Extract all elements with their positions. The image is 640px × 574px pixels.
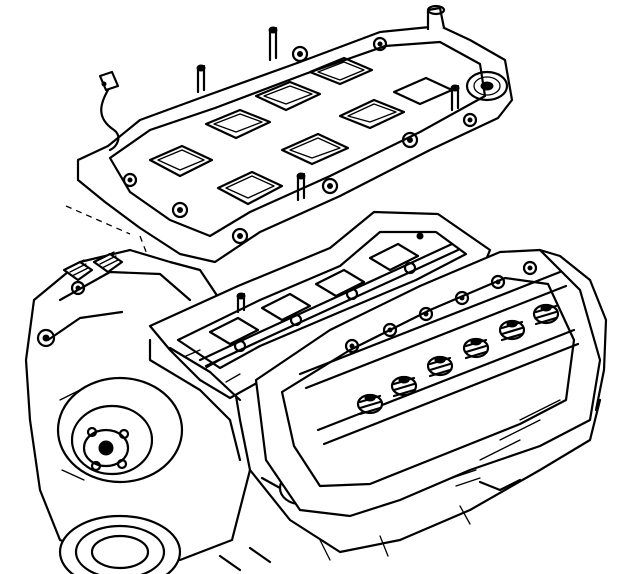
- crankshaft-pulley: [58, 514, 182, 574]
- water-pump: [56, 376, 184, 484]
- intake-bolts: [122, 36, 478, 245]
- ignition-coils: [62, 251, 124, 282]
- valve-springs: [356, 303, 560, 416]
- lower-intake-manifold: [148, 210, 492, 400]
- camshaft-row-upper: [298, 270, 568, 390]
- upper-intake-manifold: [65, 4, 514, 264]
- sensor-connector: [98, 70, 120, 152]
- cylinder-head-right: [254, 248, 602, 518]
- intake-studs: [196, 26, 460, 202]
- block-right-outline: [538, 248, 608, 412]
- intake-runner-ports: [148, 56, 454, 206]
- cylinder-head-left: [148, 338, 242, 462]
- valve-tips: [344, 260, 538, 354]
